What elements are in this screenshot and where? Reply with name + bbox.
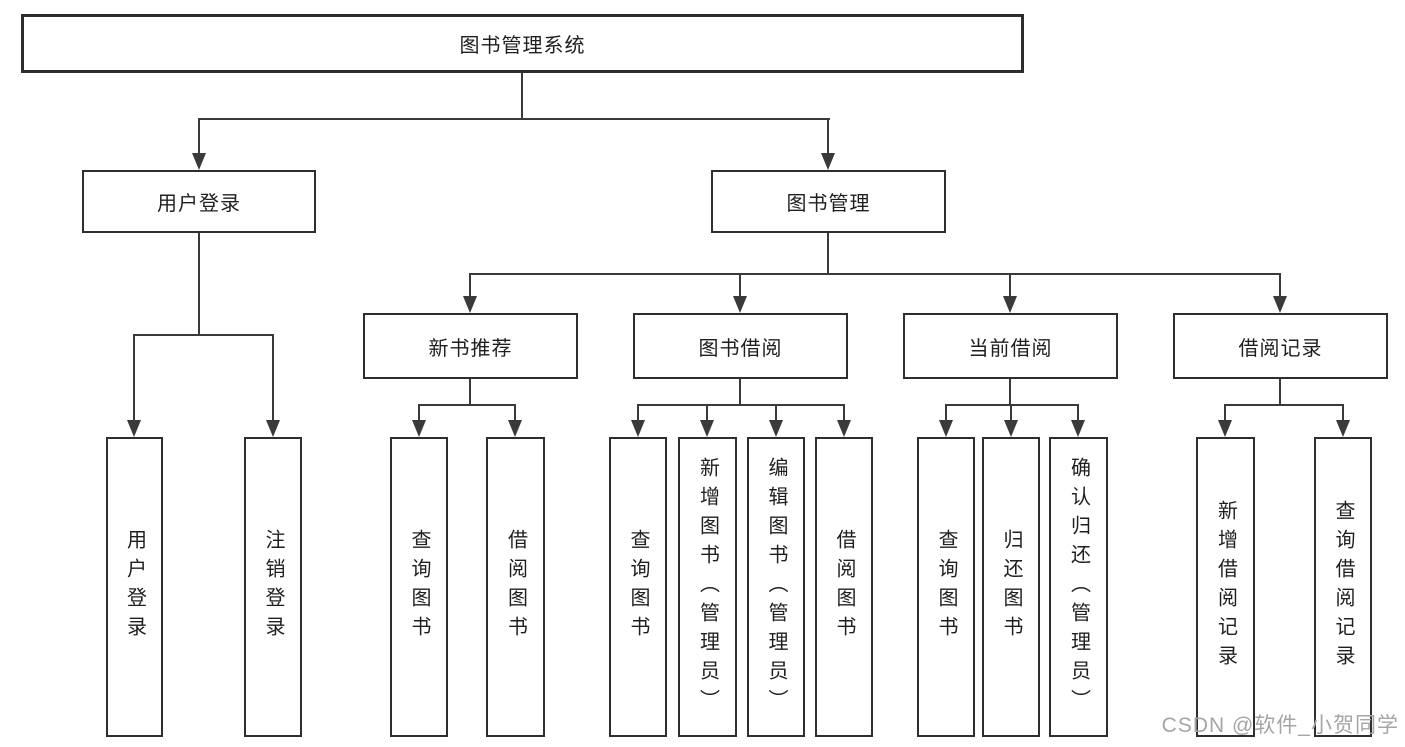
connector-line xyxy=(198,233,200,336)
connector-line xyxy=(514,404,516,421)
node-root-label: 图书管理系统 xyxy=(459,35,586,57)
node-borrowing-records-label: 借阅记录 xyxy=(1238,337,1323,360)
connector-line xyxy=(469,273,471,298)
node-leaf-bb-edit-books-admin: 编辑图书（管理员） xyxy=(747,437,805,737)
node-book-borrowing: 图书借阅 xyxy=(633,313,848,379)
node-new-book-recommend: 新书推荐 xyxy=(363,313,578,379)
node-leaf-cb-return-books-label: 归还图书 xyxy=(1000,529,1022,645)
node-leaf-br-search-record-label: 查询借阅记录 xyxy=(1332,500,1354,674)
node-leaf-br-search-record: 查询借阅记录 xyxy=(1314,437,1372,737)
node-leaf-br-add-record: 新增借阅记录 xyxy=(1196,437,1255,737)
connector-line xyxy=(1342,404,1344,421)
connector-arrow xyxy=(700,420,714,437)
connector-line xyxy=(843,404,845,421)
node-user-login-label: 用户登录 xyxy=(157,193,241,215)
node-leaf-cb-return-books: 归还图书 xyxy=(982,437,1040,737)
node-leaf-bb-borrow-books-label: 借阅图书 xyxy=(833,529,855,645)
node-new-book-recommend-label: 新书推荐 xyxy=(428,337,513,360)
connector-line xyxy=(133,334,274,336)
node-leaf-bb-search-books-label: 查询图书 xyxy=(627,529,649,645)
node-leaf-rec-borrow-books: 借阅图书 xyxy=(486,437,545,737)
connector-line xyxy=(739,379,741,406)
connector-line xyxy=(133,334,135,421)
connector-line xyxy=(945,404,947,421)
connector-arrow xyxy=(837,420,851,437)
connector-line xyxy=(469,379,471,406)
connector-arrow xyxy=(1003,296,1017,313)
csdn-watermark: CSDN @软件_小贺同学 xyxy=(1161,714,1399,737)
node-book-management-label: 图书管理 xyxy=(786,193,871,215)
connector-line xyxy=(198,118,200,154)
connector-arrow xyxy=(508,420,522,437)
connector-arrow xyxy=(733,296,747,313)
node-leaf-user-login: 用户登录 xyxy=(106,437,163,737)
node-current-borrowing-label: 当前借阅 xyxy=(968,337,1053,360)
connector-line xyxy=(521,73,523,120)
node-leaf-bb-add-books-admin: 新增图书（管理员） xyxy=(678,437,737,737)
connector-arrow xyxy=(939,420,953,437)
node-leaf-cb-confirm-return-admin-label: 确认归还（管理员） xyxy=(1067,456,1090,718)
node-leaf-logout: 注销登录 xyxy=(244,437,302,737)
connector-arrow xyxy=(1218,420,1232,437)
connector-line xyxy=(1010,404,1012,421)
connector-line xyxy=(827,118,829,154)
connector-arrow xyxy=(266,420,280,437)
connector-arrow xyxy=(769,420,783,437)
connector-arrow xyxy=(821,153,835,170)
connector-line xyxy=(637,404,845,406)
node-current-borrowing: 当前借阅 xyxy=(903,313,1118,379)
connector-arrow xyxy=(463,296,477,313)
connector-line xyxy=(827,233,829,275)
node-leaf-bb-edit-books-admin-label: 编辑图书（管理员） xyxy=(765,456,787,718)
connector-arrow xyxy=(412,420,426,437)
connector-line xyxy=(706,404,708,421)
connector-arrow xyxy=(1004,420,1018,437)
node-leaf-logout-label: 注销登录 xyxy=(262,529,284,645)
node-book-management: 图书管理 xyxy=(711,170,946,233)
connector-line xyxy=(418,404,420,421)
connector-line xyxy=(272,334,274,421)
connector-arrow xyxy=(192,153,206,170)
node-leaf-rec-borrow-books-label: 借阅图书 xyxy=(504,529,527,645)
node-root: 图书管理系统 xyxy=(21,14,1024,73)
connector-line xyxy=(1009,273,1011,298)
connector-line xyxy=(1279,379,1281,406)
connector-line xyxy=(775,404,777,421)
connector-line xyxy=(739,273,741,298)
connector-arrow xyxy=(1071,420,1085,437)
connector-line xyxy=(469,273,1281,275)
connector-line xyxy=(1077,404,1079,421)
connector-line xyxy=(945,404,1079,406)
connector-line xyxy=(1224,404,1226,421)
node-borrowing-records: 借阅记录 xyxy=(1173,313,1388,379)
node-leaf-cb-search-books: 查询图书 xyxy=(917,437,975,737)
connector-line xyxy=(1009,379,1011,406)
node-leaf-rec-search-books-label: 查询图书 xyxy=(408,529,430,645)
node-leaf-cb-confirm-return-admin: 确认归还（管理员） xyxy=(1049,437,1108,737)
node-leaf-br-add-record-label: 新增借阅记录 xyxy=(1214,500,1237,674)
connector-line xyxy=(1279,273,1281,298)
connector-line xyxy=(418,404,516,406)
connector-arrow xyxy=(1336,420,1350,437)
node-book-borrowing-label: 图书借阅 xyxy=(698,337,783,360)
connector-line xyxy=(637,404,639,421)
connector-arrow xyxy=(631,420,645,437)
node-leaf-bb-borrow-books: 借阅图书 xyxy=(815,437,873,737)
connector-arrow xyxy=(1273,296,1287,313)
connector-line xyxy=(1224,404,1344,406)
node-leaf-rec-search-books: 查询图书 xyxy=(390,437,448,737)
connector-arrow xyxy=(127,420,141,437)
connector-line xyxy=(198,118,830,120)
node-user-login: 用户登录 xyxy=(82,170,316,233)
node-leaf-cb-search-books-label: 查询图书 xyxy=(935,529,957,645)
node-leaf-bb-add-books-admin-label: 新增图书（管理员） xyxy=(696,456,719,718)
node-leaf-bb-search-books: 查询图书 xyxy=(609,437,667,737)
node-leaf-user-login-label: 用户登录 xyxy=(123,529,146,645)
